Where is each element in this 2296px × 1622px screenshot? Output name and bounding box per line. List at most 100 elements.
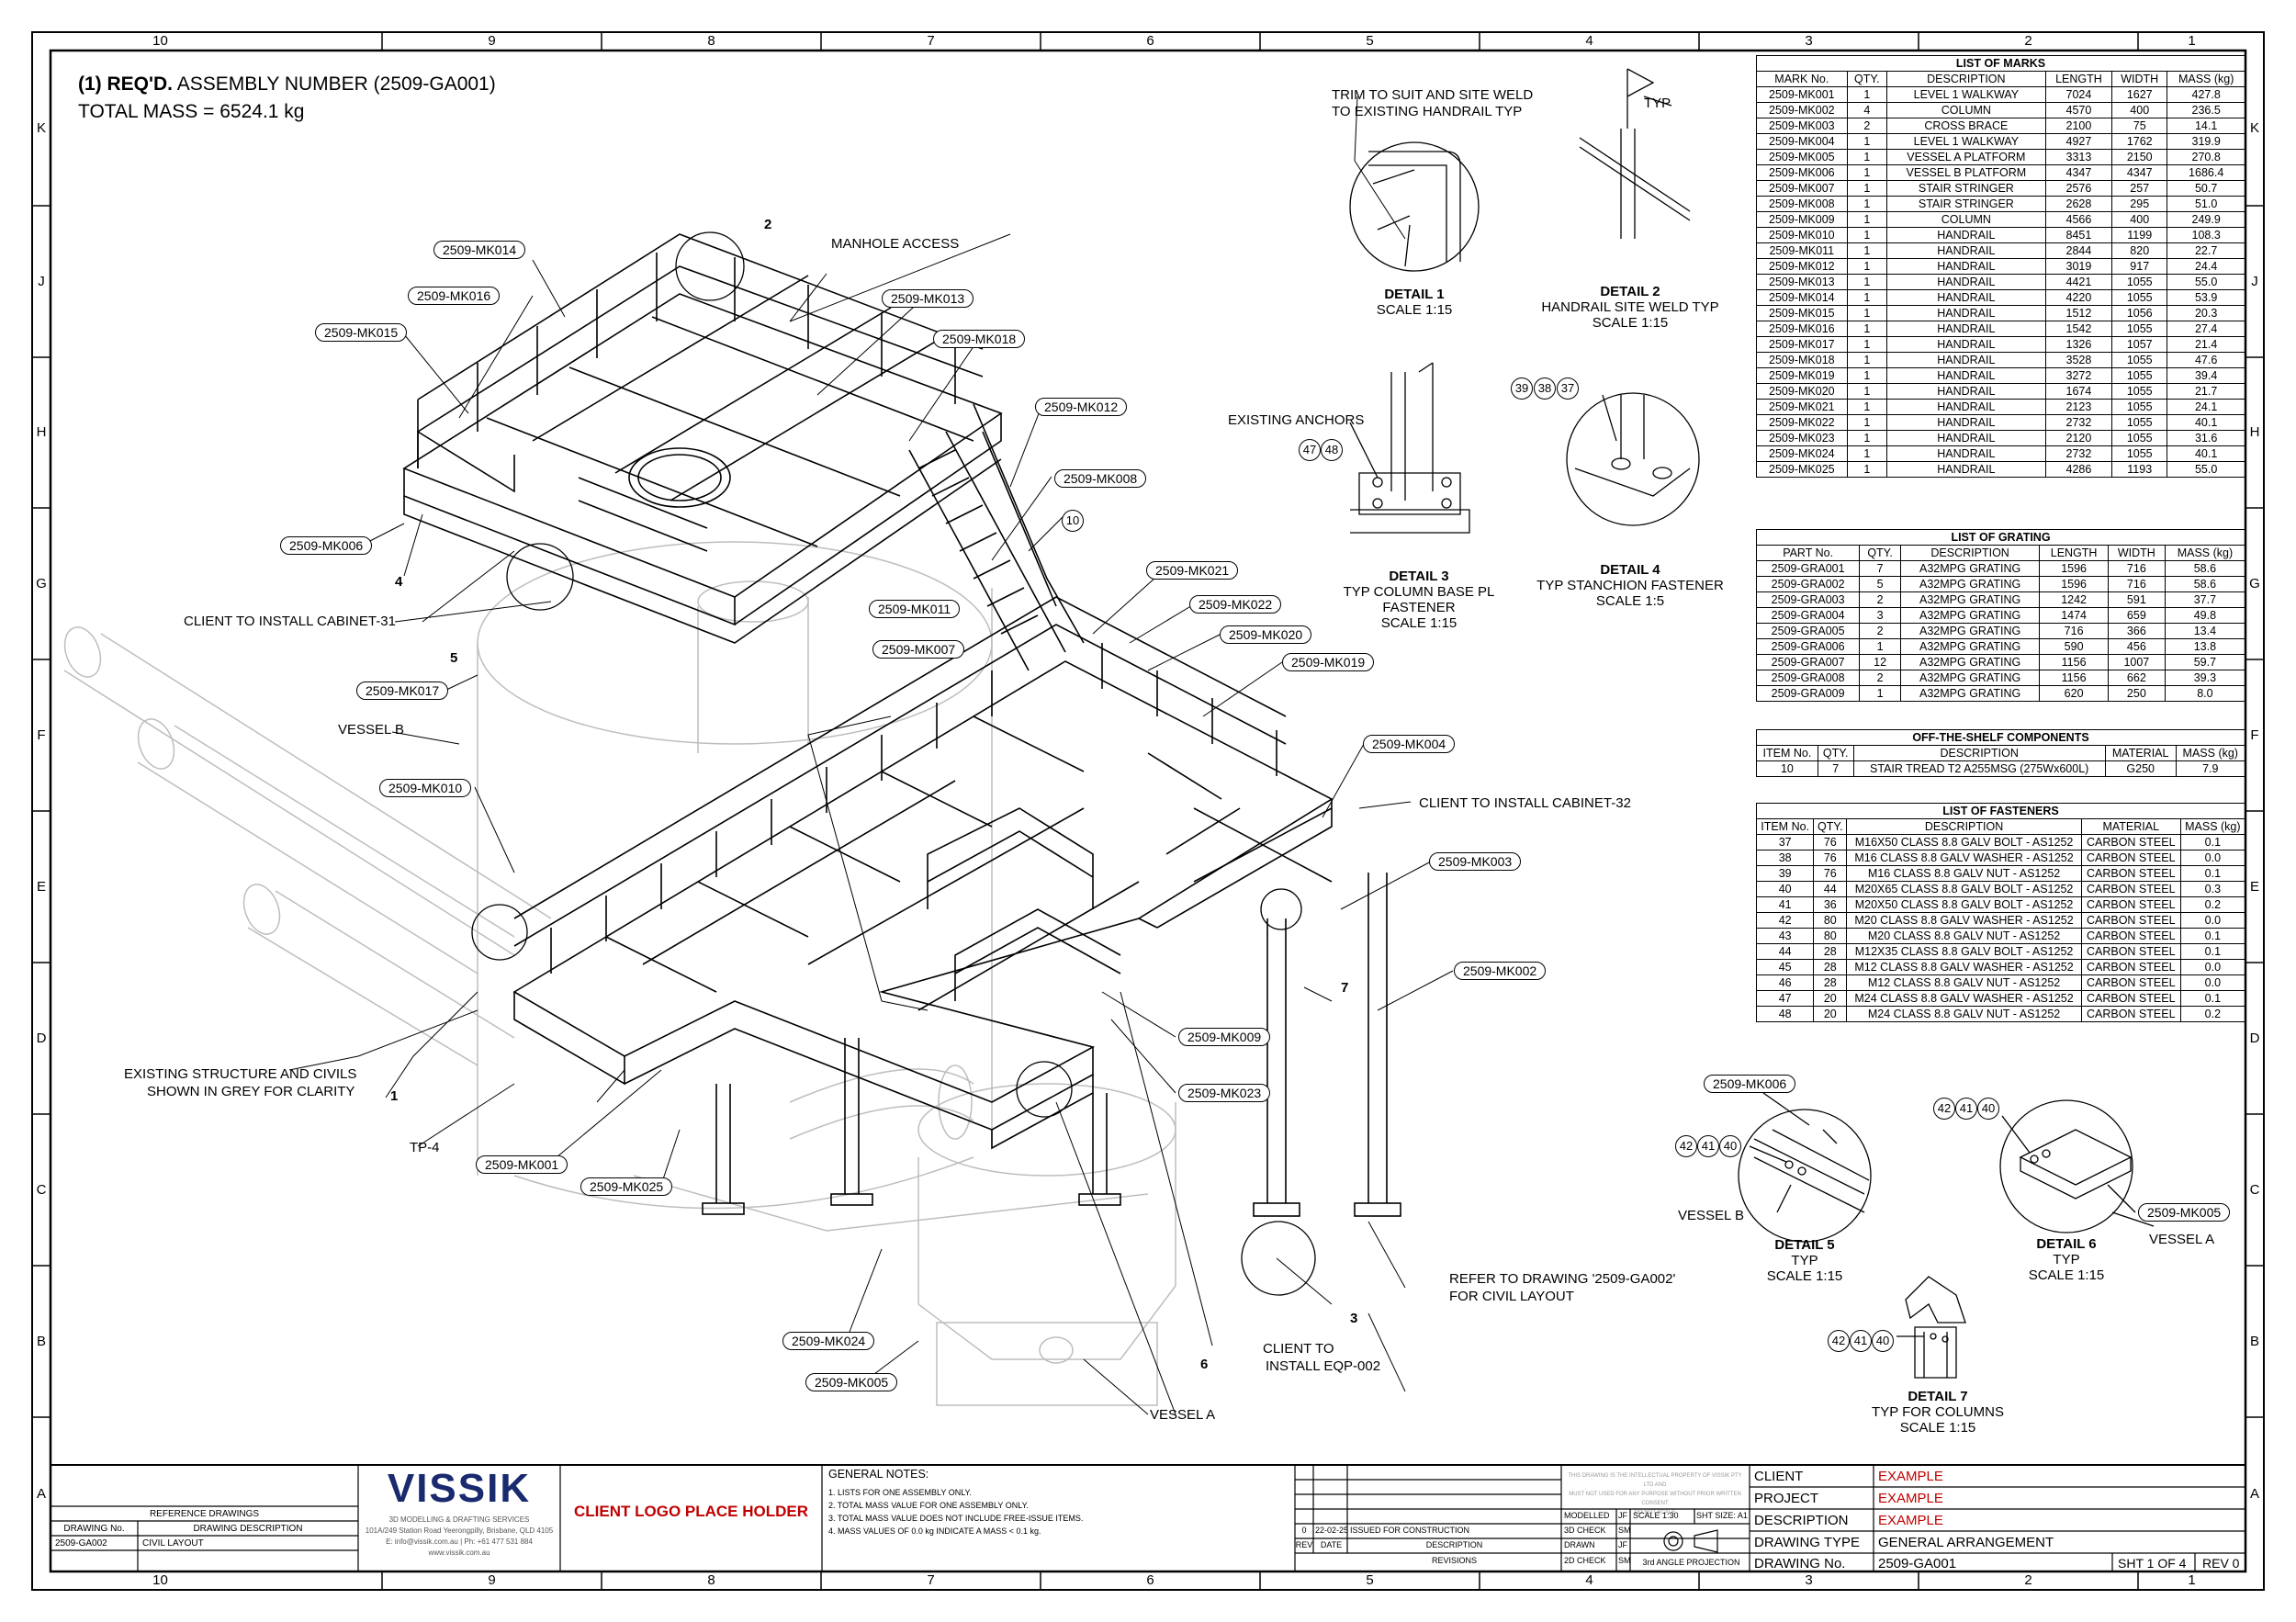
fastener-cell: 76 <box>1813 865 1848 882</box>
marks-cell: 2509-MK023 <box>1756 430 1848 446</box>
grating-cell: 5 <box>1859 576 1901 592</box>
grating-cell: 716 <box>2039 623 2109 639</box>
item-balloon-d7_40: 40 <box>1872 1330 1894 1352</box>
callout-mk020: 2509-MK020 <box>1220 625 1312 644</box>
marks-cell: 1 <box>1846 196 1888 212</box>
drawn-by: JF <box>1618 1540 1627 1549</box>
fastener-cell: 40 <box>1755 881 1815 897</box>
callout-mk009: 2509-MK009 <box>1178 1028 1271 1046</box>
fastener-cell: 0.3 <box>2179 881 2246 897</box>
ots-header: MATERIAL <box>2104 745 2177 761</box>
fastener-cell: 0.1 <box>2179 834 2246 850</box>
grating-cell: 1 <box>1859 685 1901 702</box>
marks-cell: 39.4 <box>2167 367 2245 384</box>
grating-cell: A32MPG GRATING <box>1899 591 2041 608</box>
grating-cell: 620 <box>2039 685 2109 702</box>
callout-mk013: 2509-MK013 <box>882 289 974 308</box>
grid-row-left-A: A <box>36 1486 46 1502</box>
callout-mk005: 2509-MK005 <box>805 1373 898 1391</box>
marks-header: DESCRIPTION <box>1886 71 2046 87</box>
grating-cell: A32MPG GRATING <box>1899 560 2041 577</box>
grating-cell: A32MPG GRATING <box>1899 623 2041 639</box>
ots-cell: 10 <box>1756 760 1818 777</box>
marks-cell: 4421 <box>2044 274 2113 290</box>
drawing-type-label: DRAWING TYPE <box>1754 1535 1861 1550</box>
marks-cell: 2509-MK015 <box>1756 305 1848 321</box>
fastener-header: MATERIAL <box>2080 818 2181 835</box>
grating-cell: 49.8 <box>2164 607 2246 624</box>
grating-cell: 2509-GRA007 <box>1755 654 1861 670</box>
marks-cell: 1 <box>1846 305 1888 321</box>
fastener-cell: 0.1 <box>2179 928 2246 944</box>
grid-col-bottom-9: 9 <box>488 1572 496 1588</box>
note-client-eqp: CLIENT TO <box>1263 1341 1334 1357</box>
grating-cell: 659 <box>2107 607 2166 624</box>
marks-cell: 27.4 <box>2167 321 2245 337</box>
note-vessel-b: VESSEL B <box>338 722 404 738</box>
grating-cell: 12 <box>1859 654 1901 670</box>
marks-cell: 2120 <box>2044 430 2113 446</box>
marks-cell: HANDRAIL <box>1886 430 2046 446</box>
marks-cell: 270.8 <box>2167 149 2245 165</box>
detail-3-drawing <box>1349 362 1470 534</box>
grid-col-top-6: 6 <box>1146 33 1154 49</box>
marks-cell: 1199 <box>2111 227 2168 243</box>
marks-cell: 2509-MK022 <box>1756 414 1848 431</box>
marks-cell: 2123 <box>2044 399 2113 415</box>
marks-cell: 319.9 <box>2167 133 2245 150</box>
detail-markers <box>471 231 1316 1296</box>
marks-cell: 2509-MK019 <box>1756 367 1848 384</box>
marks-cell: HANDRAIL <box>1886 352 2046 368</box>
fastener-cell: 0.0 <box>2179 974 2246 991</box>
marks-cell: 2509-MK005 <box>1756 149 1848 165</box>
fastener-cell: M16X50 CLASS 8.8 GALV BOLT - AS1252 <box>1846 834 2082 850</box>
callout-mk018: 2509-MK018 <box>933 330 1026 348</box>
marks-cell: 1055 <box>2111 321 2168 337</box>
note-existing-structure: EXISTING STRUCTURE AND CIVILS <box>124 1066 357 1082</box>
marks-cell: 1 <box>1846 321 1888 337</box>
grating-cell: 2509-GRA003 <box>1755 591 1861 608</box>
client-logo-placeholder: CLIENT LOGO PLACE HOLDER <box>574 1503 808 1520</box>
marks-cell: 4347 <box>2111 164 2168 181</box>
marks-cell: 2509-MK025 <box>1756 461 1848 478</box>
grating-cell: 1474 <box>2039 607 2109 624</box>
ots-title: OFF-THE-SHELF COMPONENTS <box>1756 729 2245 746</box>
client-value: EXAMPLE <box>1878 1469 1943 1484</box>
grating-cell: 2509-GRA008 <box>1755 670 1861 686</box>
fastener-cell: 20 <box>1813 990 1848 1007</box>
note-trim-2: TO EXISTING HANDRAIL TYP <box>1332 104 1523 119</box>
marks-cell: 1 <box>1846 289 1888 306</box>
fastener-cell: CARBON STEEL <box>2080 912 2181 929</box>
note-refer: REFER TO DRAWING '2509-GA002' <box>1449 1271 1676 1287</box>
marks-cell: HANDRAIL <box>1886 274 2046 290</box>
detail-ref-n2: 2 <box>764 217 772 232</box>
note-client-eqp-2: INSTALL EQP-002 <box>1266 1358 1381 1374</box>
marks-cell: 1 <box>1846 336 1888 353</box>
marks-cell: 2509-MK002 <box>1756 102 1848 118</box>
ref-col-description: DRAWING DESCRIPTION <box>193 1524 303 1534</box>
marks-cell: 427.8 <box>2167 86 2245 103</box>
grating-cell: 716 <box>2107 576 2166 592</box>
grating-cell: 2509-GRA009 <box>1755 685 1861 702</box>
marks-cell: 20.3 <box>2167 305 2245 321</box>
rev-header-rev: REV <box>1295 1540 1313 1549</box>
detail-ref-n6: 6 <box>1200 1357 1209 1372</box>
grating-header: DESCRIPTION <box>1899 545 2041 561</box>
marks-cell: 55.0 <box>2167 274 2245 290</box>
general-note: 1. LISTS FOR ONE ASSEMBLY ONLY. <box>828 1488 972 1497</box>
marks-cell: 1627 <box>2111 86 2168 103</box>
third-angle-projection-icon <box>1653 1525 1654 1526</box>
